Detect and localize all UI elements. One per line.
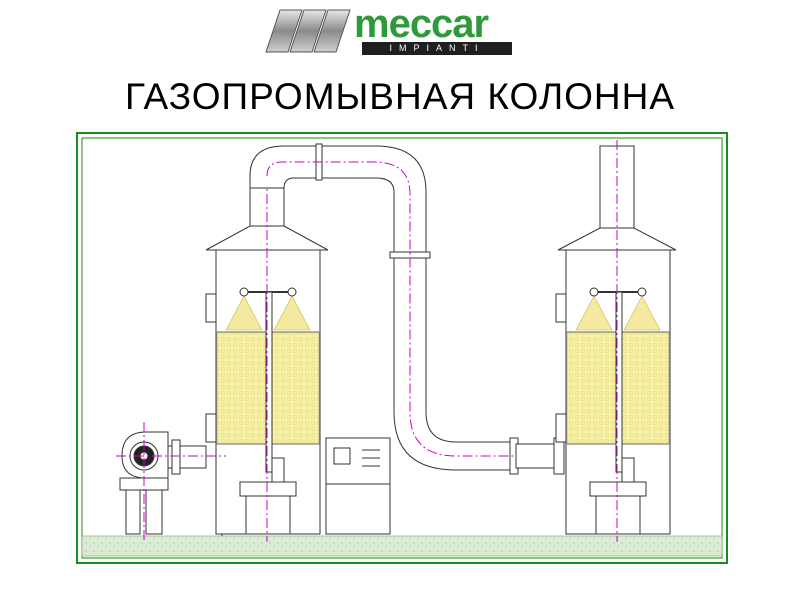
scrubber-diagram xyxy=(76,132,728,569)
spray-nozzle-icon xyxy=(225,295,263,331)
logo-subtitle: IMPIANTI xyxy=(362,42,512,55)
left-column xyxy=(205,187,329,536)
ground-base xyxy=(81,535,723,557)
page-title: ГАЗОПРОМЫВНАЯ КОЛОННА xyxy=(124,76,676,117)
control-panel-icon xyxy=(325,437,391,535)
meccar-logo-icon xyxy=(265,9,351,53)
logo-brand: meccar xyxy=(354,2,489,46)
meccar-logo: meccar IMPIANTI xyxy=(258,2,538,60)
right-column xyxy=(555,145,677,535)
